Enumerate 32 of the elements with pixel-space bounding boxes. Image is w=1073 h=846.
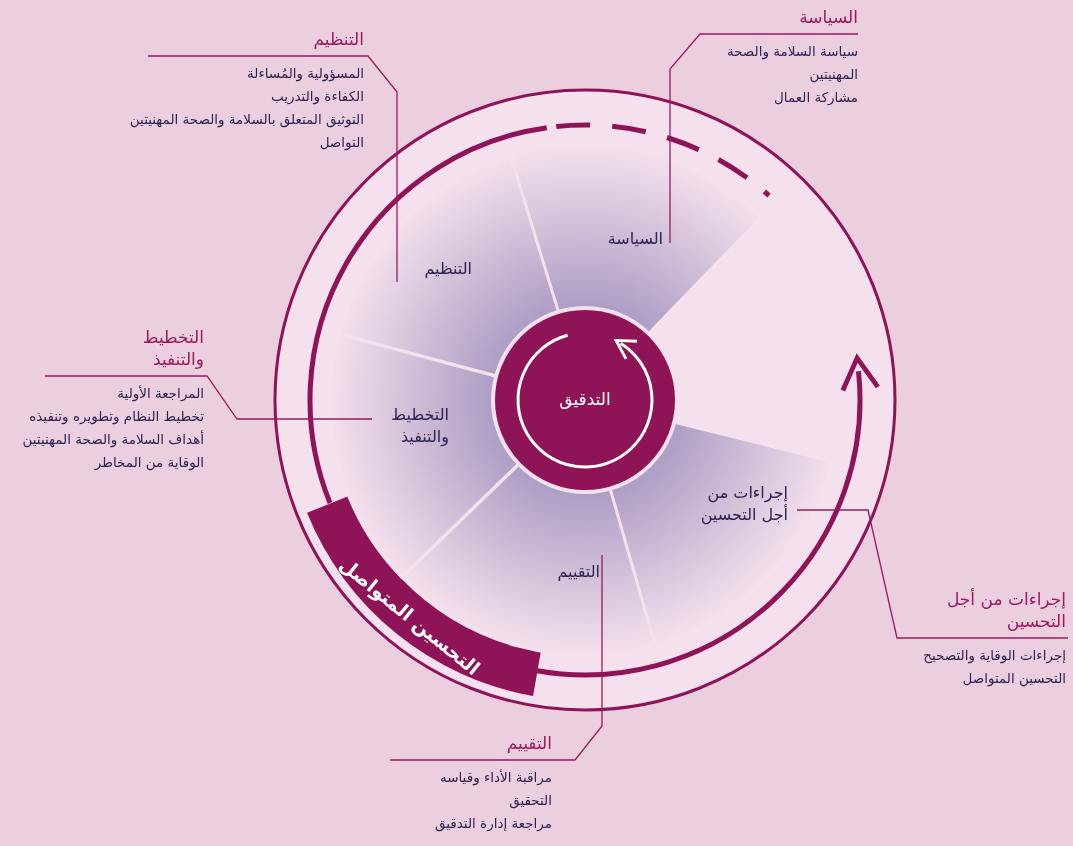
segment-label: التخطيط والتنفيذ <box>390 404 449 448</box>
list-item: تخطيط النظام وتطويره وتنفيذه <box>28 407 204 427</box>
list-item: أهداف السلامة والصحة المهنيتين <box>21 429 204 450</box>
callout-heading: التنظيم <box>312 28 364 50</box>
list-item: المسؤولية والمُساءلة <box>246 64 364 84</box>
list-item: سياسة السلامة والصحة المهنيتين <box>725 42 858 85</box>
leader-line <box>796 509 1069 639</box>
callout-heading: التخطيط والتنفيذ <box>141 326 204 370</box>
callout-heading: التقييم <box>505 732 552 754</box>
leader-line <box>44 375 373 420</box>
center-label: التدقيق <box>558 388 612 410</box>
list-item: التواصل <box>318 133 364 153</box>
segment-label: التنظيم <box>423 258 472 280</box>
callout-heading: إجراءات من أجل التحسين <box>945 588 1066 632</box>
list-item: مراجعة إدارة التدقيق <box>433 814 552 834</box>
list-item: الكفاءة والتدريب <box>269 87 364 107</box>
segment-label: إجراءات من أجل التحسين <box>699 482 788 526</box>
leader-line <box>669 33 859 244</box>
segment-label: السياسة <box>606 228 663 250</box>
list-item: المراجعة الأولية <box>116 384 204 404</box>
list-item: التحقيق <box>508 791 552 811</box>
list-item: التحسين المتواصل <box>961 669 1066 689</box>
callout-heading: السياسة <box>798 6 858 28</box>
list-item: مراقبة الأداء وقياسه <box>438 768 552 788</box>
leader-line <box>389 554 603 761</box>
list-item: إجراءات الوقاية والتصحيح <box>922 646 1066 666</box>
list-item: مشاركة العمال <box>773 88 858 107</box>
banner-text: التحسين المتواصل <box>335 552 485 679</box>
segment-label: التقييم <box>556 561 600 583</box>
list-item: الوقاية من المخاطر <box>93 453 204 473</box>
leader-line <box>147 55 398 283</box>
list-item: التوثيق المتعلق بالسلامة والصحة المهنيتين <box>128 110 364 130</box>
